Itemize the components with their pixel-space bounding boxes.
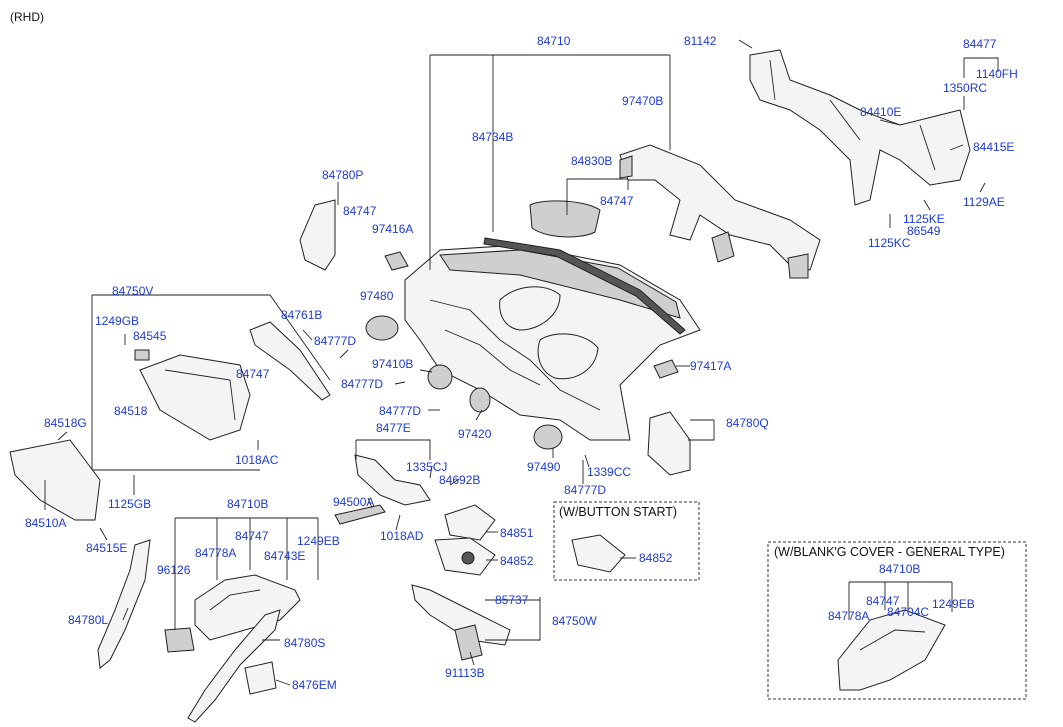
part-label: 1249EB [297, 534, 340, 548]
part-label: 84747 [235, 529, 269, 543]
blanking-part-label: 1249EB [932, 597, 975, 611]
part-label: 1249GB [95, 314, 139, 328]
part-label: 84777D [341, 377, 383, 391]
part-label: 97470B [622, 94, 663, 108]
part-label: 84415E [973, 140, 1014, 154]
heater-duct-drawing [619, 144, 821, 279]
part-label: 84750V [112, 284, 153, 298]
part-label: 84477 [963, 37, 997, 51]
grille-97417a-drawing [653, 359, 679, 379]
part-label: 84747 [600, 194, 634, 208]
glove-box-drawing [9, 439, 101, 521]
blanking-cover-box-title: (W/BLANK'G COVER - GENERAL TYPE) [774, 545, 1005, 559]
center-bracket-drawing [354, 454, 431, 506]
part-label: 84518G [44, 416, 87, 430]
part-label: 8477E [376, 421, 411, 435]
part-label: 84747 [343, 204, 377, 218]
blanking-cover-box [767, 541, 1027, 700]
grille-97416a-drawing [384, 251, 409, 271]
part-label: 97480 [360, 289, 394, 303]
part-label: 84743E [264, 549, 305, 563]
part-label: 84780S [284, 636, 325, 650]
part-label: 84852 [500, 554, 534, 568]
vent-97490-drawing [533, 424, 563, 450]
part-label: 97416A [372, 222, 413, 236]
blanking-part-label: 84710B [879, 562, 920, 576]
part-label: 1125KC [868, 236, 911, 250]
part-label: 84777D [314, 334, 356, 348]
vent-97480-drawing [365, 315, 399, 341]
vent-97410b-drawing [427, 364, 453, 390]
part-label: 81142 [684, 34, 717, 48]
part-label: 84734B [472, 130, 513, 144]
crash-pad-drawing [404, 200, 701, 441]
part-label: 84761B [281, 308, 322, 322]
side-trim-84761b-drawing [249, 321, 331, 401]
part-label: 84851 [500, 526, 534, 540]
blanking-cover-facia-drawing [837, 609, 946, 691]
part-label: 84747 [236, 367, 270, 381]
part-label: 1140FH [976, 67, 1018, 81]
lower-panel-drawing [411, 584, 511, 646]
part-label: 1125KE [903, 212, 945, 226]
shroud-84851-drawing [444, 504, 496, 541]
leader-lines [44, 39, 999, 686]
part-label: 84710 [537, 34, 571, 48]
part-label: 1018AC [235, 453, 279, 467]
bracket-94500a-drawing [334, 504, 386, 525]
part-label: 1129AE [963, 195, 1005, 209]
part-label: 97420 [458, 427, 492, 441]
part-label: 1018AD [380, 529, 424, 543]
part-label: 1125GB [108, 497, 151, 511]
part-label: 85737 [495, 593, 529, 607]
side-cover-84780q-drawing [647, 411, 691, 476]
vent-97420-drawing [469, 387, 491, 413]
side-trim-84780l-drawing [97, 539, 151, 669]
glove-box-housing-drawing [134, 349, 251, 441]
part-label: 84692B [439, 473, 480, 487]
part-label: 84777D [564, 483, 606, 497]
cowl-cross-bar-drawing [749, 49, 971, 206]
trim-8476em-drawing [244, 661, 277, 695]
side-trim-84780s-drawing [187, 609, 281, 723]
part-label: 96126 [157, 563, 191, 577]
part-label: 97410B [372, 357, 413, 371]
part-label: 1350RC [943, 81, 987, 95]
button-start-box [553, 501, 700, 581]
part-label: 84510A [25, 516, 66, 530]
part-label: 84410E [860, 105, 901, 119]
part-label: 97490 [527, 460, 561, 474]
blanking-part-label: 84747 [866, 594, 900, 608]
cover-91113b-drawing [454, 624, 483, 661]
part-label: 84830B [571, 154, 612, 168]
part-label: 84545 [133, 329, 167, 343]
button-start-part-label: 84852 [639, 551, 673, 565]
variant-label: (RHD) [10, 10, 44, 24]
part-label: 84518 [114, 404, 148, 418]
part-label: 84778A [195, 546, 236, 560]
part-label: 84780Q [726, 416, 769, 430]
button-start-shroud-drawing [571, 534, 626, 573]
part-label: 84780P [322, 168, 363, 182]
part-label: 8476EM [292, 678, 337, 692]
part-label: 97417A [690, 359, 731, 373]
blanking-part-label: 84778A [828, 609, 869, 623]
part-label: 1339CC [587, 465, 631, 479]
part-label: 84780L [68, 613, 108, 627]
part-label: 91113B [445, 666, 485, 680]
part-label: 84710B [227, 497, 268, 511]
part-label: 86549 [907, 224, 941, 238]
blanking-part-label: 84704C [887, 605, 929, 619]
part-label: 1335CJ [406, 460, 447, 474]
part-label: 84750W [552, 614, 597, 628]
key-ring-drawing [461, 551, 475, 565]
part-label: 94500A [333, 495, 374, 509]
part-label: 84515E [86, 541, 127, 555]
button-start-box-title: (W/BUTTON START) [559, 505, 677, 519]
part-label: 84777D [379, 404, 421, 418]
center-facia-drawing [164, 574, 301, 653]
side-cover-84780p-drawing [299, 199, 336, 271]
